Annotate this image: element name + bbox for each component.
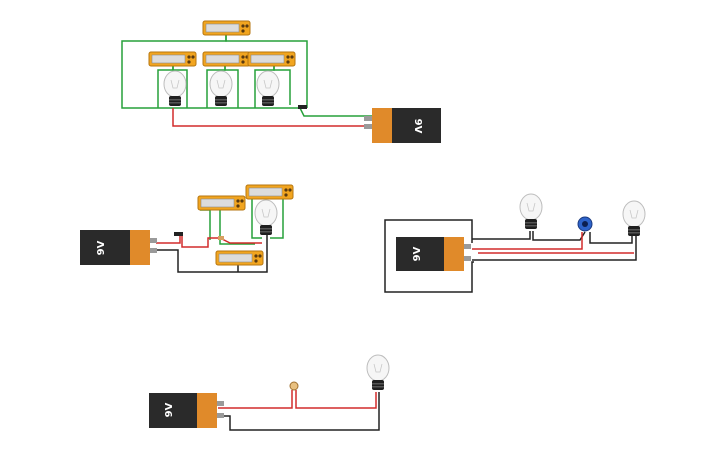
wire-black-loop[interactable] [384,219,474,293]
circuit-middle-left: 9V [80,184,294,273]
multimeter-middle[interactable] [202,51,251,67]
wire-black-bottom-right[interactable] [472,236,637,261]
battery-top[interactable]: 9V [364,108,441,143]
bulb-1[interactable] [163,70,187,107]
multimeter-right[interactable] [247,51,296,67]
wire-red-middle[interactable] [156,235,262,248]
battery-label: 9V [96,240,107,255]
battery-label: 9V [412,246,423,261]
wire-red-bottom[interactable] [218,390,377,409]
switch-middle[interactable] [174,232,183,236]
bulb-right-2[interactable] [622,200,646,237]
battery-middle-left[interactable]: 9V [80,230,157,265]
battery-label: 9V [412,119,423,134]
wire-black-top-right[interactable] [472,231,633,244]
multimeter-mid-left[interactable] [197,195,246,211]
battery-label: 9V [164,402,175,417]
bulb-3[interactable] [256,70,280,107]
wire-red-top[interactable] [172,108,372,127]
battery-middle-right[interactable]: 9V [396,237,471,271]
battery-bottom[interactable]: 9V [149,393,224,428]
bulb-2[interactable] [209,70,233,107]
bulb-middle[interactable] [254,199,278,236]
bulb-bottom[interactable] [366,354,390,391]
circuit-bottom: 9V [149,354,390,431]
resistor-top[interactable] [298,105,307,109]
multimeter-mid-bottom[interactable] [215,250,264,266]
resistor-middle[interactable] [218,236,224,240]
wire-red-right[interactable] [472,232,634,254]
bulb-right-1[interactable] [519,193,543,230]
potentiometer[interactable] [577,216,593,232]
resistor-bottom[interactable] [289,381,299,391]
wires-green-top[interactable] [121,34,372,117]
circuit-middle-right: 9V [384,193,646,293]
wire-black-bottom[interactable] [222,392,380,431]
multimeter-mid-top[interactable] [245,184,294,200]
multimeter-left[interactable] [148,51,197,67]
circuit-top: 9V [121,20,441,143]
multimeter-top[interactable] [202,20,251,36]
